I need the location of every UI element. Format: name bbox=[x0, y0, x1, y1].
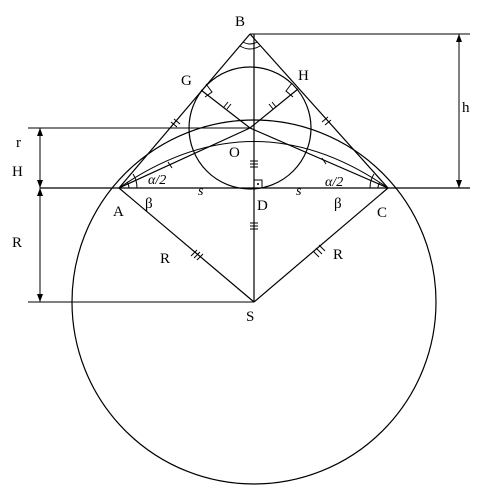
angle-label-beta-right: β bbox=[334, 196, 342, 212]
arc-AC bbox=[118, 141, 389, 189]
length-label-s-right: s bbox=[296, 184, 302, 199]
angle-label-half-alpha-right: α/2 bbox=[325, 175, 343, 190]
point-label-H: H bbox=[298, 68, 309, 84]
right-angle-mark-H bbox=[285, 82, 294, 98]
angle-arc-C bbox=[369, 173, 375, 189]
point-label-B: B bbox=[235, 14, 245, 30]
point-label-C: C bbox=[377, 205, 387, 221]
tick-marks bbox=[167, 101, 332, 261]
segment-CO bbox=[249, 127, 389, 189]
arrowhead bbox=[37, 180, 43, 188]
arrowhead bbox=[37, 188, 43, 196]
dim-label-r: r bbox=[16, 135, 21, 151]
angle-label-beta-left: β bbox=[145, 196, 153, 212]
point-label-O: O bbox=[229, 145, 240, 161]
right-angle-dot bbox=[257, 183, 259, 185]
point-label-S: S bbox=[246, 309, 254, 325]
segment-AB bbox=[118, 33, 251, 189]
dim-label-H: H bbox=[12, 164, 23, 180]
segment-label-R-left: R bbox=[160, 251, 170, 267]
length-label-s-left: s bbox=[198, 184, 204, 199]
point-label-G: G bbox=[181, 73, 192, 89]
segment-CS bbox=[253, 187, 389, 303]
point-label-D: D bbox=[257, 198, 268, 214]
angle-arc-B bbox=[239, 45, 261, 50]
arrowhead bbox=[37, 128, 43, 136]
segment-label-R-right: R bbox=[333, 247, 343, 263]
angle-arc-A-inner bbox=[126, 181, 130, 189]
segment-AO bbox=[118, 127, 251, 189]
arrowhead bbox=[37, 294, 43, 302]
segment-AS bbox=[118, 187, 255, 303]
segment-OH bbox=[249, 88, 299, 129]
angle-arc-C-inner bbox=[377, 181, 381, 189]
point-label-A: A bbox=[113, 204, 124, 220]
right-angle-mark-D bbox=[254, 179, 263, 188]
angle-arc-B-inner bbox=[242, 41, 258, 45]
segment-OG bbox=[200, 89, 251, 129]
angle-arc-A bbox=[132, 173, 138, 189]
arrowhead bbox=[456, 180, 462, 188]
angle-label-half-alpha-left: α/2 bbox=[148, 173, 166, 188]
segment-BC bbox=[249, 33, 389, 189]
dim-label-R: R bbox=[12, 235, 22, 251]
arrowhead bbox=[456, 34, 462, 42]
dim-label-h: h bbox=[462, 100, 470, 116]
right-angle-mark-G bbox=[204, 83, 213, 98]
